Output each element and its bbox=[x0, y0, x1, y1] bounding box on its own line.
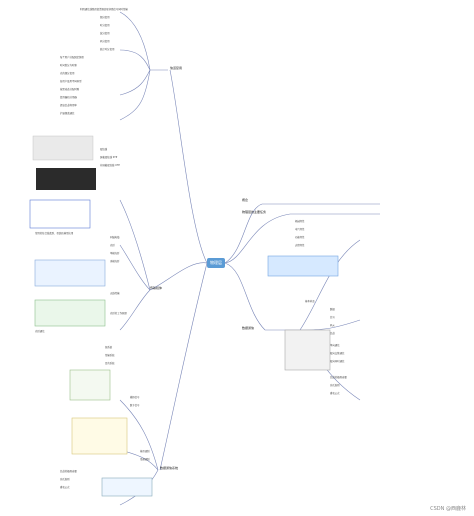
right-item: 香农公式 bbox=[330, 392, 340, 395]
branch-left-top[interactable]: 信道复用 bbox=[170, 66, 183, 70]
left-bottom-item: 源系统 bbox=[105, 346, 113, 349]
branch-left-mid[interactable]: 传输媒体 bbox=[150, 286, 163, 290]
left-mid-item: 双绞线 bbox=[100, 148, 108, 151]
left-bottom-item: 数字信号 bbox=[130, 404, 140, 407]
right-item: 单向通信 bbox=[330, 344, 340, 347]
right-item: 信道的极限容量 bbox=[330, 376, 347, 379]
left-mid-item: 光纤 bbox=[110, 244, 115, 247]
left-top-item: 提高信道利用率 bbox=[60, 104, 77, 107]
left-bottom-item: 基带调制 bbox=[140, 450, 150, 453]
branch-left-bottom[interactable]: 数据通信系统 bbox=[160, 466, 179, 470]
left-top-item: 扩展频谱通信 bbox=[60, 112, 75, 115]
left-top-item: 码分复用 bbox=[100, 40, 110, 43]
left-top-item: 复用器和分用器 bbox=[60, 96, 77, 99]
left-top-item: 光的频分复用 bbox=[60, 72, 75, 75]
right-item: 功能特性 bbox=[295, 236, 305, 239]
left-bottom-item: 目的系统 bbox=[105, 362, 115, 365]
right-item: 信道 bbox=[330, 332, 335, 335]
left-mid-item: 多模光纤 bbox=[110, 260, 120, 263]
left-top-item: 按需动态分配时隙 bbox=[60, 88, 80, 91]
branch-right-top[interactable]: 概念 bbox=[242, 198, 249, 202]
right-item: 数据 bbox=[330, 308, 335, 311]
left-mid-item: 光纤通信 bbox=[35, 330, 45, 333]
left-top-item: 频分复用 bbox=[100, 16, 110, 19]
right-item: 双向交替通信 bbox=[330, 352, 345, 355]
left-mid-item: 常用的绞合线类别、带宽和典型应用 bbox=[35, 232, 74, 235]
right-item: 码元 bbox=[330, 324, 335, 327]
right-item: 基本术语 bbox=[305, 300, 315, 303]
branch-right-bottom[interactable]: 数据通信 bbox=[242, 326, 255, 330]
left-top-item: 统计时分复用 bbox=[100, 48, 115, 51]
right-item: 电气特性 bbox=[295, 228, 305, 231]
left-bottom-item: 带通调制 bbox=[140, 458, 150, 461]
left-mid-item: 同轴电缆 bbox=[110, 236, 120, 239]
left-bottom-item: 香农公式 bbox=[60, 486, 70, 489]
right-item: 信号 bbox=[330, 316, 335, 319]
left-bottom-item: 奈氏准则 bbox=[60, 478, 70, 481]
left-bottom-item: 传输系统 bbox=[105, 354, 115, 357]
right-item: 双向同时通信 bbox=[330, 360, 345, 363]
right-item: 奈氏准则 bbox=[330, 384, 340, 387]
right-item: 过程特性 bbox=[295, 244, 305, 247]
left-top-item: 利用通信线路带宽资源实现多路信号同时传输 bbox=[80, 8, 128, 11]
left-mid-item: 光纤的工作原理 bbox=[110, 312, 127, 315]
left-mid-item: 屏蔽双绞线 STP bbox=[100, 156, 118, 159]
left-top-item: 时间划分为时隙 bbox=[60, 64, 77, 67]
left-top-item: 各用户使用不同码型 bbox=[60, 80, 82, 83]
center-topic[interactable]: 物理层 bbox=[207, 258, 225, 268]
left-mid-item: 单模光纤 bbox=[110, 252, 120, 255]
left-mid-item: 非屏蔽双绞线 UTP bbox=[100, 164, 120, 167]
branch-right-mid[interactable]: 物理层的主要任务 bbox=[242, 210, 267, 214]
left-bottom-item: 信道的极限容量 bbox=[60, 470, 77, 473]
left-bottom-item: 模拟信号 bbox=[130, 396, 140, 399]
left-top-item: 时分复用 bbox=[100, 24, 110, 27]
left-mid-item: 无线传输 bbox=[110, 292, 120, 295]
left-top-item: 每个用户分配固定频带 bbox=[60, 56, 84, 59]
left-top-item: 波分复用 bbox=[100, 32, 110, 35]
media-thumbnails bbox=[29, 135, 339, 497]
footer-credit: CSDN @西鹿林 bbox=[430, 506, 466, 512]
right-item: 机械特性 bbox=[295, 220, 305, 223]
